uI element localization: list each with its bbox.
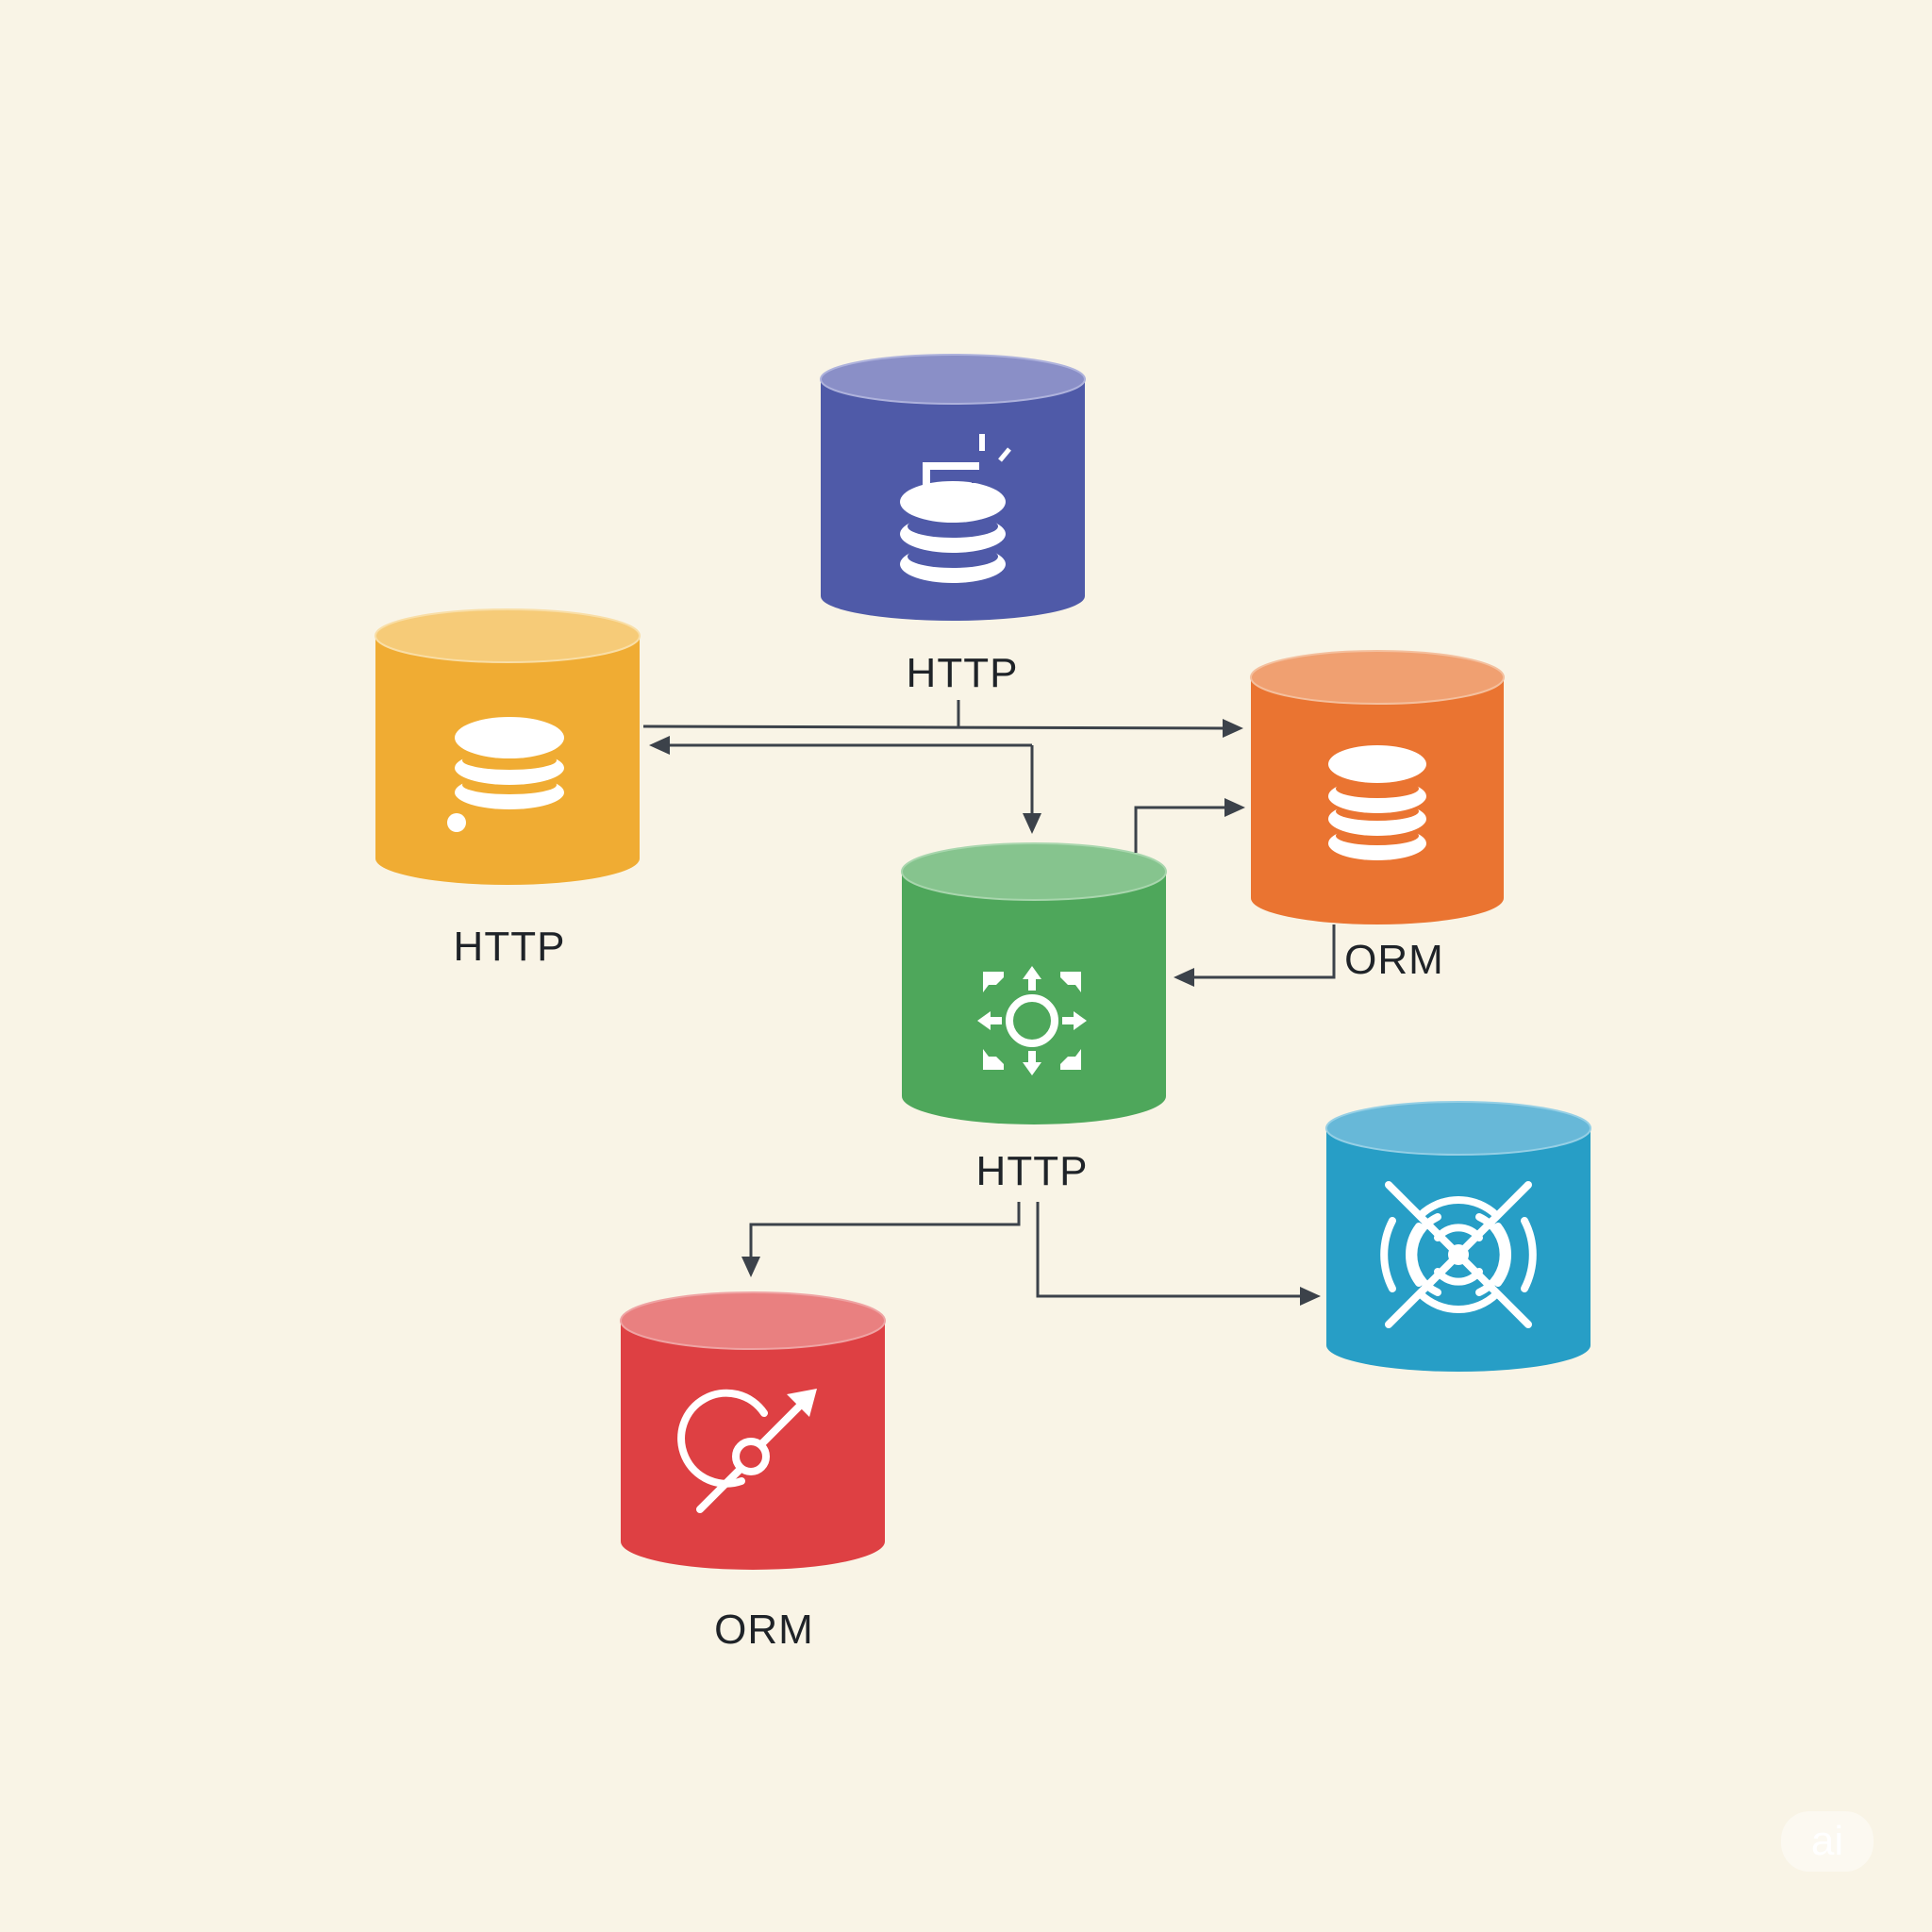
edge-purple-to-yellow <box>649 700 1032 755</box>
cylinder-top <box>901 842 1167 901</box>
target-arrow-icon <box>677 1389 817 1513</box>
cylinder-top <box>375 608 641 663</box>
edge-yellow-to-orange <box>642 719 1243 738</box>
node-red[interactable]: ORM <box>620 1291 886 1653</box>
edge-orange-to-green <box>1174 924 1336 987</box>
node-label: HTTP <box>454 924 566 970</box>
database-icon <box>1328 745 1426 860</box>
node-orange[interactable]: ORM <box>1250 650 1505 983</box>
node-label: HTTP <box>907 650 1019 696</box>
node-label: HTTP <box>976 1148 1089 1194</box>
database-icon <box>447 717 564 832</box>
node-green[interactable]: HTTP <box>901 842 1167 1194</box>
node-blue[interactable] <box>1325 1101 1591 1372</box>
node-label: ORM <box>1344 937 1444 983</box>
database-edit-icon <box>900 434 1011 583</box>
watermark-logo: ai <box>1781 1811 1874 1872</box>
cylinder-top <box>820 354 1086 405</box>
hub-network-icon <box>977 966 1087 1075</box>
cylinder-top <box>1250 650 1505 705</box>
node-yellow[interactable]: HTTP <box>375 608 641 970</box>
cylinder-top <box>620 1291 886 1350</box>
edge-green-to-blue <box>1036 1202 1321 1306</box>
node-purple[interactable]: HTTP <box>820 354 1086 696</box>
svg-text:ai: ai <box>1811 1818 1843 1864</box>
edge-green-to-orange <box>1134 798 1245 853</box>
signal-cross-icon <box>1380 1181 1537 1328</box>
edge-green-to-red <box>741 1202 1021 1277</box>
edge-purple-to-green <box>1023 745 1041 834</box>
cylinder-top <box>1325 1101 1591 1156</box>
node-label: ORM <box>714 1607 814 1653</box>
